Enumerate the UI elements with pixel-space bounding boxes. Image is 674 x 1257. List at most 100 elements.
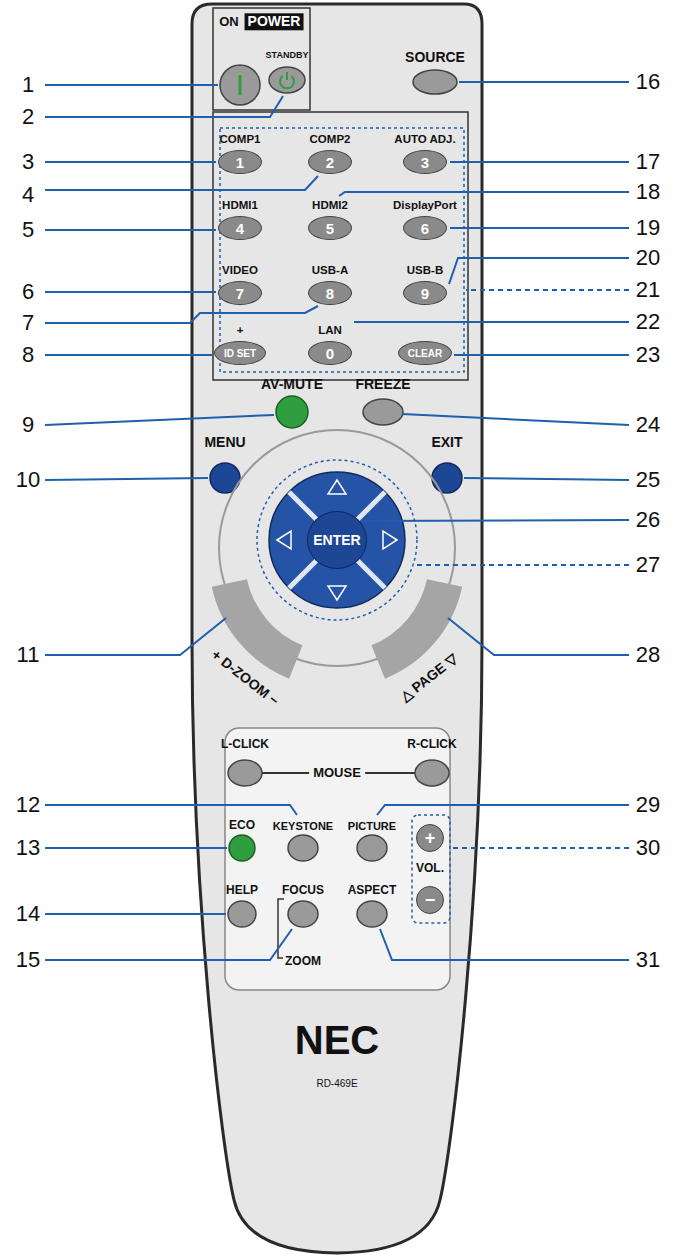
- leader-line: [377, 805, 629, 815]
- remote-button: AUTO ADJ.3: [394, 132, 455, 174]
- remote-button: −: [416, 886, 444, 914]
- button-face: 8: [308, 281, 352, 305]
- d-zoom-pad: [229, 583, 295, 662]
- on-symbol: [239, 75, 242, 95]
- button-label: LAN: [318, 323, 342, 337]
- up-arrow: [328, 480, 346, 494]
- pad-label: △ PAGE ▽: [397, 651, 460, 705]
- right-arrow: [383, 531, 397, 549]
- leader-line: [354, 321, 629, 323]
- button-label: AV-MUTE: [261, 377, 323, 392]
- button-label: R-CLICK: [407, 738, 456, 751]
- callout-number: 11: [17, 643, 40, 667]
- button-label: MENU: [204, 435, 245, 450]
- callout-number: 22: [636, 310, 660, 334]
- leader-line: [45, 415, 274, 425]
- remote-button: COMP11: [218, 132, 262, 174]
- leader-line: [45, 229, 216, 231]
- button-label: USB-A: [312, 263, 348, 277]
- button-label: COMP2: [310, 132, 351, 146]
- button-label: PICTURE: [348, 820, 396, 832]
- button-face: 1: [218, 150, 262, 174]
- group-label: MOUSE: [309, 766, 365, 780]
- leader-line: [459, 81, 629, 83]
- remote-button: +ID SET: [214, 323, 266, 365]
- callout-number: 5: [22, 218, 34, 242]
- callout-number: 2: [22, 105, 34, 129]
- on-button: [220, 65, 260, 105]
- callout-number: 28: [636, 643, 660, 667]
- left-arrow: [277, 531, 291, 549]
- freeze-button: [363, 399, 403, 425]
- leader-line: [45, 96, 283, 117]
- callout-number: 8: [22, 343, 34, 367]
- model-number: RD-469E: [316, 1078, 357, 1089]
- button-label: ASPECT: [348, 884, 397, 897]
- button-face: 0: [308, 341, 352, 365]
- callout-number: 18: [636, 180, 660, 204]
- leader-line: [45, 929, 292, 960]
- button-face: −: [416, 886, 444, 914]
- leader-line: [402, 414, 629, 425]
- button-face: CLEAR: [398, 341, 452, 365]
- page-pad: [378, 583, 444, 662]
- down-arrow: [328, 586, 346, 600]
- callout-number: 13: [16, 836, 40, 860]
- remote-button: LAN 0: [308, 323, 352, 365]
- leader-line: [45, 306, 318, 323]
- button-label: HDMI1: [222, 198, 258, 212]
- callout-number: 12: [16, 793, 40, 817]
- leader-line: [45, 84, 218, 86]
- remote-button: USB-B9: [403, 263, 447, 305]
- button-label: SOURCE: [405, 50, 465, 65]
- callout-number: 17: [636, 150, 660, 174]
- lower-panel: [225, 728, 450, 990]
- dpad-bracket: [257, 460, 417, 620]
- callout-number: 3: [22, 150, 34, 174]
- button-label: VIDEO: [222, 263, 258, 277]
- button-label: KEYSTONE: [273, 820, 333, 832]
- callout-number: 20: [636, 246, 660, 270]
- picture-button: [357, 835, 387, 861]
- leader-line: [449, 258, 629, 284]
- volume-bracket: [412, 815, 450, 923]
- button-face: 4: [218, 216, 262, 240]
- callout-number: 7: [22, 311, 34, 335]
- focus-button: [288, 901, 318, 927]
- button-label: DisplayPort: [393, 198, 457, 212]
- button-label: EXIT: [431, 435, 462, 450]
- source-button: [413, 70, 457, 94]
- remote-button: HDMI2 5: [308, 198, 352, 240]
- standby-button: [269, 67, 305, 93]
- button-face: 7: [218, 281, 262, 305]
- callout-number: 15: [16, 948, 40, 972]
- callout-number: 27: [636, 553, 660, 577]
- leader-line: [450, 161, 629, 163]
- leader-line: [45, 176, 318, 190]
- leader-line: [45, 847, 227, 849]
- callout-number: 29: [636, 793, 660, 817]
- leader-line: [380, 929, 629, 960]
- remote-button: USB-A 8: [308, 263, 352, 305]
- button-label: VOL.: [416, 862, 444, 875]
- av-mute-button: [276, 396, 308, 428]
- remote-button: +: [416, 824, 444, 852]
- button-face: 5: [308, 216, 352, 240]
- button-label: L-CLICK: [221, 738, 269, 751]
- button-face: 3: [403, 150, 447, 174]
- callout-number: 24: [636, 413, 660, 437]
- leader-line: [361, 520, 629, 521]
- pad-label: + D-ZOOM −: [208, 647, 281, 709]
- leader-line: [45, 805, 297, 815]
- callout-number: 16: [636, 70, 660, 94]
- callout-number: 25: [636, 468, 660, 492]
- button-label: HDMI2: [312, 198, 348, 212]
- remote-button: HDMI1 4: [218, 198, 262, 240]
- leader-line: [464, 478, 629, 480]
- button-label: HELP: [226, 884, 258, 897]
- leader-line: [45, 618, 226, 655]
- callout-number: 31: [636, 948, 660, 972]
- button-face: +: [416, 824, 444, 852]
- dpad-divider: [289, 492, 385, 588]
